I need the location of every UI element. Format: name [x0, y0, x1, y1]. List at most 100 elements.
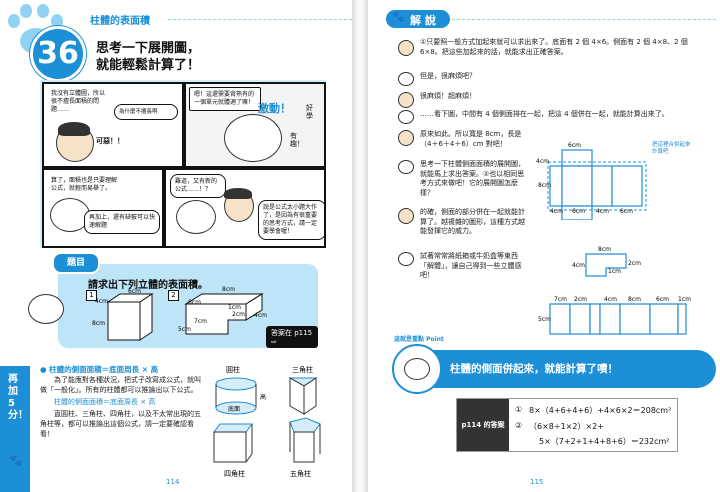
- dialog-text: 原來如此。所以寬是 8cm，長是（4＋6＋4＋6）cm 對吧！: [420, 130, 522, 148]
- comic-bubble: 算了，面積也是只要理解公式，就輕而易舉了。: [47, 174, 121, 196]
- boy-avatar: [398, 92, 414, 108]
- paw-icon: 🐾: [392, 12, 405, 23]
- dim-label: 7cm: [194, 318, 207, 325]
- page-gutter: [352, 0, 368, 492]
- dim-label: 1cm: [228, 304, 241, 311]
- dim-label: 4cm: [604, 296, 617, 303]
- comic-panel-4: 難道，又有新的公式……！？ 說是公式太小題大作了，是因為有很重要的思考方式，請一…: [164, 168, 326, 248]
- dim-label: 2cm: [574, 296, 587, 303]
- base-label: 底面: [228, 406, 241, 413]
- dialog-row: 很麻煩！超麻煩！: [398, 92, 708, 108]
- dim-label: 8cm: [628, 296, 641, 303]
- comic-bubble: 難道，又有新的公式……！？: [170, 174, 226, 198]
- comic-sfx: 好學: [306, 104, 313, 120]
- net-note: 把這裡合併起來計算吧: [652, 142, 691, 155]
- header-label: 解 說: [410, 14, 436, 27]
- dim-label: 6cm: [572, 208, 585, 215]
- dim-label: 6cm: [656, 296, 669, 303]
- page-number: 115: [530, 478, 544, 486]
- dim-label: 7cm: [554, 296, 567, 303]
- comic-bubble: 再加上，還有缺竅可以快速解題: [84, 210, 160, 234]
- dialog-text: 很麻煩！超麻煩！: [420, 92, 476, 100]
- dialog-row: 原來如此。所以寬是 8cm，長是（4＋6＋4＋6）cm 對吧！: [398, 130, 528, 154]
- dim-label: 8cm: [598, 246, 611, 253]
- paw-icon: 🐾: [9, 454, 23, 467]
- net-diagram-2: 8cm 1cm 2cm 4cm 5cm 7cm 2cm 4cm 8cm 6cm …: [536, 244, 716, 336]
- net-1-drawing: [547, 149, 647, 220]
- prism-shapes: 圓柱 三角柱 四角柱 五角柱 底面 高: [206, 362, 346, 482]
- dim-label: 8cm: [92, 320, 105, 327]
- boy-avatar: [398, 208, 414, 224]
- dialog-text: ……看下圖，中間有 4 個側面排在一起，把這 4 個併在一起，就能計算出來了。: [420, 110, 669, 118]
- dim-label: 5cm: [178, 326, 191, 333]
- comic-bubble: 嗯！這還需要背熟有的一個單元就體適了嘛！: [189, 87, 261, 111]
- comic-panel-2: 嗯！這還需要背熟有的一個單元就體適了嘛！ 激動！ 好學 有趣！: [184, 82, 326, 168]
- dim-label: 1cm: [678, 296, 691, 303]
- comic-sfx: 激動！: [258, 102, 291, 115]
- dim-label: 2cm: [232, 311, 245, 318]
- cat-avatar: [398, 160, 414, 174]
- dim-label: 4cm: [536, 158, 549, 165]
- answer-number: ②: [515, 421, 523, 430]
- explanation-paragraph: 為了能應對各種狀況，把式子改寫成公式，就叫做「一般化」。所有的柱體都可以推論出以…: [40, 376, 201, 394]
- problem-heading: 請求出下列立體的表面積。: [88, 280, 208, 291]
- comic-panel-1: 我沒有立體圖，所以很不擅長面積的問題…… 為什麼不擅長啊 可惡！！: [42, 82, 184, 168]
- dialog-row: ……看下圖，中間有 4 個側面排在一起，把這 4 個併在一起，就能計算出來了。: [398, 110, 708, 124]
- bonus-tab-label: 再加5分！: [8, 374, 28, 421]
- explanation-header: 🐾 解 說: [386, 10, 450, 28]
- bonus-section: ● 柱體的側面面積＝底面周長 × 高 為了能應對各種狀況，把式子改寫成公式，就叫…: [40, 364, 204, 439]
- dialog-text: 的確，側面的部分併在一起就能計算了。越複雜的圖形，這種方式越能發揮它的威力。: [420, 208, 525, 235]
- header-line: [452, 19, 716, 20]
- comic-sfx: 有趣！: [290, 132, 304, 148]
- right-page: 🐾 解 說 ①只要照一般方式加起來就可以求出來了。底面有 2 個 4×6。側面有…: [368, 0, 720, 492]
- explanation-paragraph: 直圓柱、三角柱、四角柱，以及不太常出現的五角柱等，都可以推論出這個公式，請一定要…: [40, 410, 201, 438]
- height-label: 高: [260, 394, 267, 401]
- cat-avatar: [398, 72, 414, 86]
- figure-number: 1: [86, 290, 97, 301]
- problem-badge: 題目: [52, 252, 100, 274]
- dialog-row: ①只要照一般方式加起來就可以求出來了。底面有 2 個 4×6。側面有 2 個 4…: [398, 38, 708, 70]
- formula-heading: ● 柱體的側面面積＝底面周長 × 高: [40, 365, 159, 374]
- thought-bubble: 為什麼不擅長啊: [114, 104, 178, 120]
- point-text: 柱體的側面併起來，就能計算了嘖！: [450, 363, 618, 375]
- shape-label: 三角柱: [292, 366, 313, 374]
- shape-label: 五角柱: [290, 470, 311, 478]
- cat-avatar: [398, 252, 414, 266]
- page-title: 思考一下展開圖， 就能輕鬆計算了！: [96, 40, 200, 74]
- shapes-drawing: [213, 377, 321, 463]
- dim-label: 5cm: [538, 316, 551, 323]
- dim-label: 4cm: [254, 312, 267, 319]
- shape-label: 圓柱: [226, 366, 240, 374]
- boy-hair: [58, 122, 90, 136]
- comic-sfx: 可惡！！: [96, 137, 124, 145]
- dim-label: 6cm: [128, 288, 141, 295]
- cat-avatar: [404, 358, 430, 380]
- figure-1: 1 6cm 4cm 8cm: [86, 288, 158, 346]
- answer-reference[interactable]: 答案在 p115 ⇨: [266, 326, 318, 348]
- dialog-row: 的確，側面的部分併在一起就能計算了。越複雜的圖形，這種方式越能發揮它的威力。: [398, 208, 528, 246]
- dim-label: 6cm: [188, 299, 201, 306]
- point-badge-label: 這就是重點 Point: [394, 336, 444, 343]
- point-badge: [392, 344, 442, 394]
- l-prism-figure: [184, 293, 264, 335]
- answer-line: 5×（7+2+1+4+8+6）＝232cm²: [539, 437, 670, 446]
- dim-label: 6cm: [568, 142, 581, 149]
- boy-avatar: [398, 40, 414, 56]
- cat-character: [28, 294, 64, 324]
- problem-box: 題目 請求出下列立體的表面積。 1 6cm 4cm 8cm 2 8cm 1cm: [28, 252, 318, 348]
- figure-number: 2: [168, 290, 179, 301]
- cat-character: [224, 114, 282, 162]
- comic-bubble: 我沒有立體圖，所以很不擅長面積的問題……: [47, 87, 113, 117]
- dim-label: 1cm: [608, 268, 621, 275]
- dialog-text: ①只要照一般方式加起來就可以求出來了。底面有 2 個 4×6。側面有 2 個 4…: [420, 38, 688, 56]
- dialog-row: 試著常常將紙箱或牛奶盒等東西「解體」，讓自己得到一些立體感吧！: [398, 252, 528, 282]
- dialog-row: 但是，很麻煩吧？: [398, 72, 708, 86]
- page-number: 114: [166, 478, 180, 486]
- comic-panel-3: 算了，面積也是只要理解公式，就輕而易舉了。 再加上，還有缺竅可以快速解題: [42, 168, 164, 248]
- answer-box: p114 的答案 ① 8×（4+6+4+6）+4×6×2＝208cm² ② （6…: [456, 398, 678, 452]
- cat-avatar: [398, 110, 414, 124]
- bonus-tab: 再加5分！ 🐾: [0, 366, 30, 492]
- title-line-1: 思考一下展開圖，: [96, 41, 201, 56]
- answer-line: （6×8÷1×2）×2+: [529, 422, 604, 431]
- left-page: 柱體的表面積 36 思考一下展開圖， 就能輕鬆計算了！ 我沒有立體圖，所以很不擅…: [0, 0, 352, 492]
